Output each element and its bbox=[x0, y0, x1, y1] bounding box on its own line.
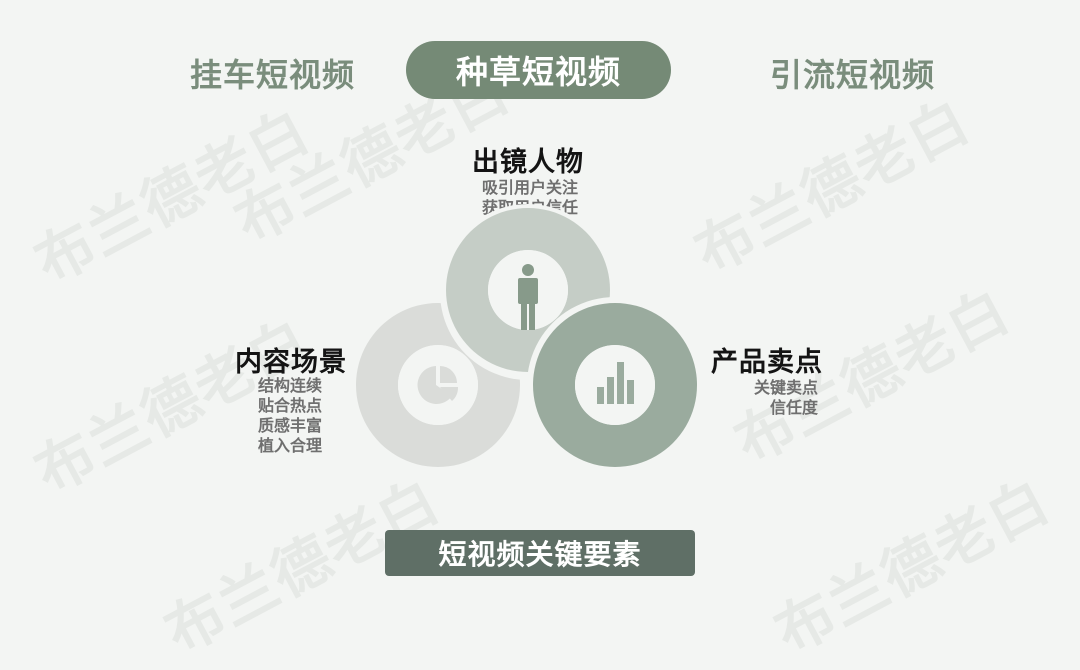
desc-line: 贴合热点 bbox=[258, 396, 323, 415]
bar-chart-icon bbox=[597, 362, 634, 404]
top-element-title: 出镜人物 bbox=[472, 147, 584, 178]
desc-line: 关键卖点 bbox=[753, 378, 818, 397]
desc-line: 质感丰富 bbox=[258, 416, 323, 435]
left-element-desc: 结构连续 贴合热点 质感丰富 植入合理 bbox=[258, 376, 322, 456]
ring-diagram bbox=[356, 208, 698, 467]
person-icon bbox=[518, 264, 538, 330]
desc-line: 植入合理 bbox=[258, 436, 323, 455]
footer-title-bar: 短视频关键要素 bbox=[385, 530, 695, 576]
desc-line: 信任度 bbox=[769, 398, 818, 417]
tab-seeding-video[interactable]: 种草短视频 bbox=[406, 41, 671, 99]
desc-line: 吸引用户关注 bbox=[482, 178, 579, 197]
right-element-title: 产品卖点 bbox=[711, 347, 823, 378]
tab-hanging-cart-video[interactable]: 挂车短视频 bbox=[190, 56, 356, 94]
tab-traffic-video[interactable]: 引流短视频 bbox=[770, 56, 936, 94]
left-element-title: 内容场景 bbox=[235, 347, 347, 378]
pie-chart-icon bbox=[417, 366, 459, 404]
desc-line: 结构连续 bbox=[258, 376, 323, 395]
right-element-desc: 关键卖点 信任度 bbox=[752, 378, 818, 418]
